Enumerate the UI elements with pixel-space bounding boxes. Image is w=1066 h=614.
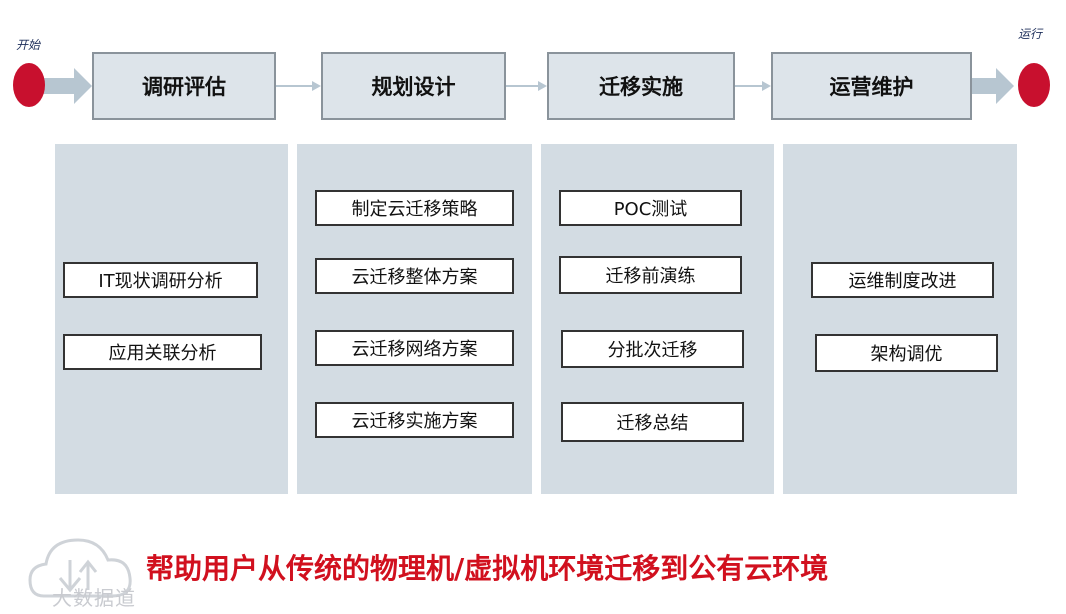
- watermark-text: 大数据道: [52, 586, 136, 610]
- phase-connector: [506, 81, 547, 91]
- start-label: 开始: [16, 38, 41, 52]
- phase-migration: 迁移实施: [547, 52, 735, 120]
- task-poc-test: POC测试: [559, 190, 742, 226]
- task-implementation-plan: 云迁移实施方案: [315, 402, 514, 438]
- start-dot: [13, 63, 45, 107]
- column-operations: [783, 144, 1017, 494]
- task-app-dependency: 应用关联分析: [63, 334, 262, 370]
- task-ops-improvement: 运维制度改进: [811, 262, 994, 298]
- phase-planning: 规划设计: [321, 52, 506, 120]
- phase-connector: [735, 81, 771, 91]
- task-batch-migration: 分批次迁移: [561, 330, 744, 368]
- task-network-plan: 云迁移网络方案: [315, 330, 514, 366]
- task-architecture-tuning: 架构调优: [815, 334, 998, 372]
- tagline: 帮助用户从传统的物理机/虚拟机环境迁移到公有云环境: [146, 552, 829, 585]
- end-arrow: [972, 68, 1014, 104]
- phase-operations: 运营维护: [771, 52, 972, 120]
- task-rehearsal: 迁移前演练: [559, 256, 742, 294]
- task-migration-strategy: 制定云迁移策略: [315, 190, 514, 226]
- end-label: 运行: [1018, 27, 1043, 41]
- phase-research: 调研评估: [92, 52, 276, 120]
- start-arrow: [42, 68, 92, 104]
- task-overall-plan: 云迁移整体方案: [315, 258, 514, 294]
- end-dot: [1018, 63, 1050, 107]
- phase-connector: [276, 81, 321, 91]
- task-it-survey: IT现状调研分析: [63, 262, 258, 298]
- task-migration-summary: 迁移总结: [561, 402, 744, 442]
- column-research: [55, 144, 288, 494]
